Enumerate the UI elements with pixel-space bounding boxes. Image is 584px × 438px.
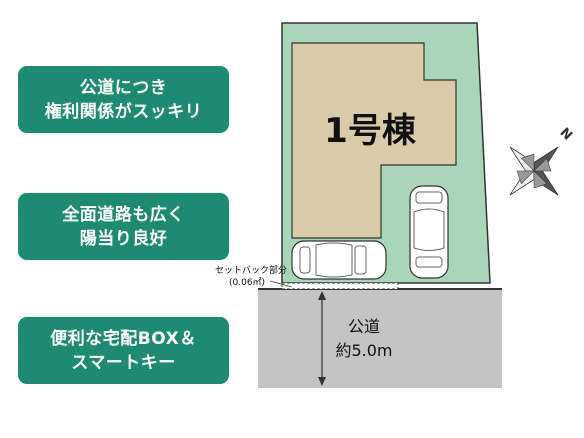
feature-badge-delivery-box: 便利な宅配BOX＆ スマートキー (18, 317, 229, 384)
feature-badge-line: 陽当り良好 (79, 228, 168, 249)
road-width-dimension (318, 291, 326, 386)
compass-north-letter: N (556, 125, 574, 143)
feature-badge-line: 全面道路も広く (62, 204, 185, 225)
setback-label: セットバック部分 (215, 264, 287, 276)
setback-area: (0.06㎡) (229, 277, 265, 288)
feature-badge-line: 公道につき (79, 77, 168, 98)
feature-badge-sunlight: 全面道路も広く 陽当り良好 (18, 193, 229, 260)
setback-strip (281, 282, 399, 290)
compass-icon (509, 146, 559, 196)
feature-badge-line: スマートキー (71, 352, 176, 373)
building-footprint (291, 42, 457, 239)
car-horizontal-icon (291, 240, 387, 280)
car-vertical-icon (409, 185, 449, 279)
building-label: 1号棟 (324, 111, 417, 151)
setback-leader-line (269, 280, 293, 288)
road-area (258, 289, 502, 388)
feature-badge-public-road: 公道につき 権利関係がスッキリ (18, 66, 229, 133)
road-label: 公道 (348, 317, 380, 336)
feature-badge-line: 便利な宅配BOX＆ (50, 328, 197, 349)
road-width-label: 約5.0m (335, 341, 392, 360)
feature-badge-line: 権利関係がスッキリ (44, 101, 203, 122)
